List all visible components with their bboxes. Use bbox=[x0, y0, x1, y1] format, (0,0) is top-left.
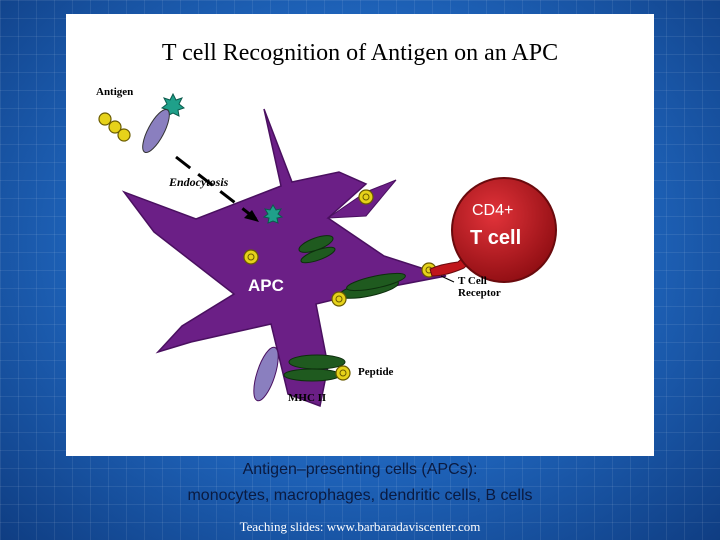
endocytosis-label: Endocytosis bbox=[169, 175, 229, 189]
internalized-antigen-icon bbox=[262, 204, 284, 224]
endocytosis-arrow bbox=[175, 155, 257, 221]
antigen-label: Antigen bbox=[96, 86, 134, 98]
t-cell-label: T cell bbox=[470, 227, 522, 249]
caption-line-1: Antigen–presenting cells (APCs): bbox=[242, 461, 478, 478]
apc-cell bbox=[121, 108, 447, 408]
slide-title: T cell Recognition of Antigen on an APC bbox=[161, 40, 559, 66]
apc-diagram bbox=[98, 92, 557, 408]
mhc-label: MHC II bbox=[288, 392, 327, 404]
cd4-label: CD4+ bbox=[472, 202, 514, 219]
tcr-label-line2: Receptor bbox=[458, 287, 501, 299]
apc-label: APC bbox=[248, 276, 284, 295]
t-cell bbox=[451, 177, 557, 283]
peptide-rings bbox=[98, 112, 437, 381]
diagram-panel: T cell Recognition of Antigen on an APC … bbox=[66, 14, 654, 456]
mhc-molecule bbox=[283, 235, 406, 382]
tcr-label-line1: T Cell bbox=[458, 275, 487, 287]
credit-text: Teaching slides: www.barbaradaviscenter.… bbox=[239, 519, 481, 534]
peptide-label: Peptide bbox=[358, 366, 394, 378]
t-cell-receptor-label: T Cell Receptor bbox=[458, 275, 501, 299]
antigen-icon bbox=[142, 92, 186, 154]
vesicle bbox=[253, 346, 279, 402]
caption-line-2: monocytes, macrophages, dendritic cells,… bbox=[187, 487, 533, 504]
